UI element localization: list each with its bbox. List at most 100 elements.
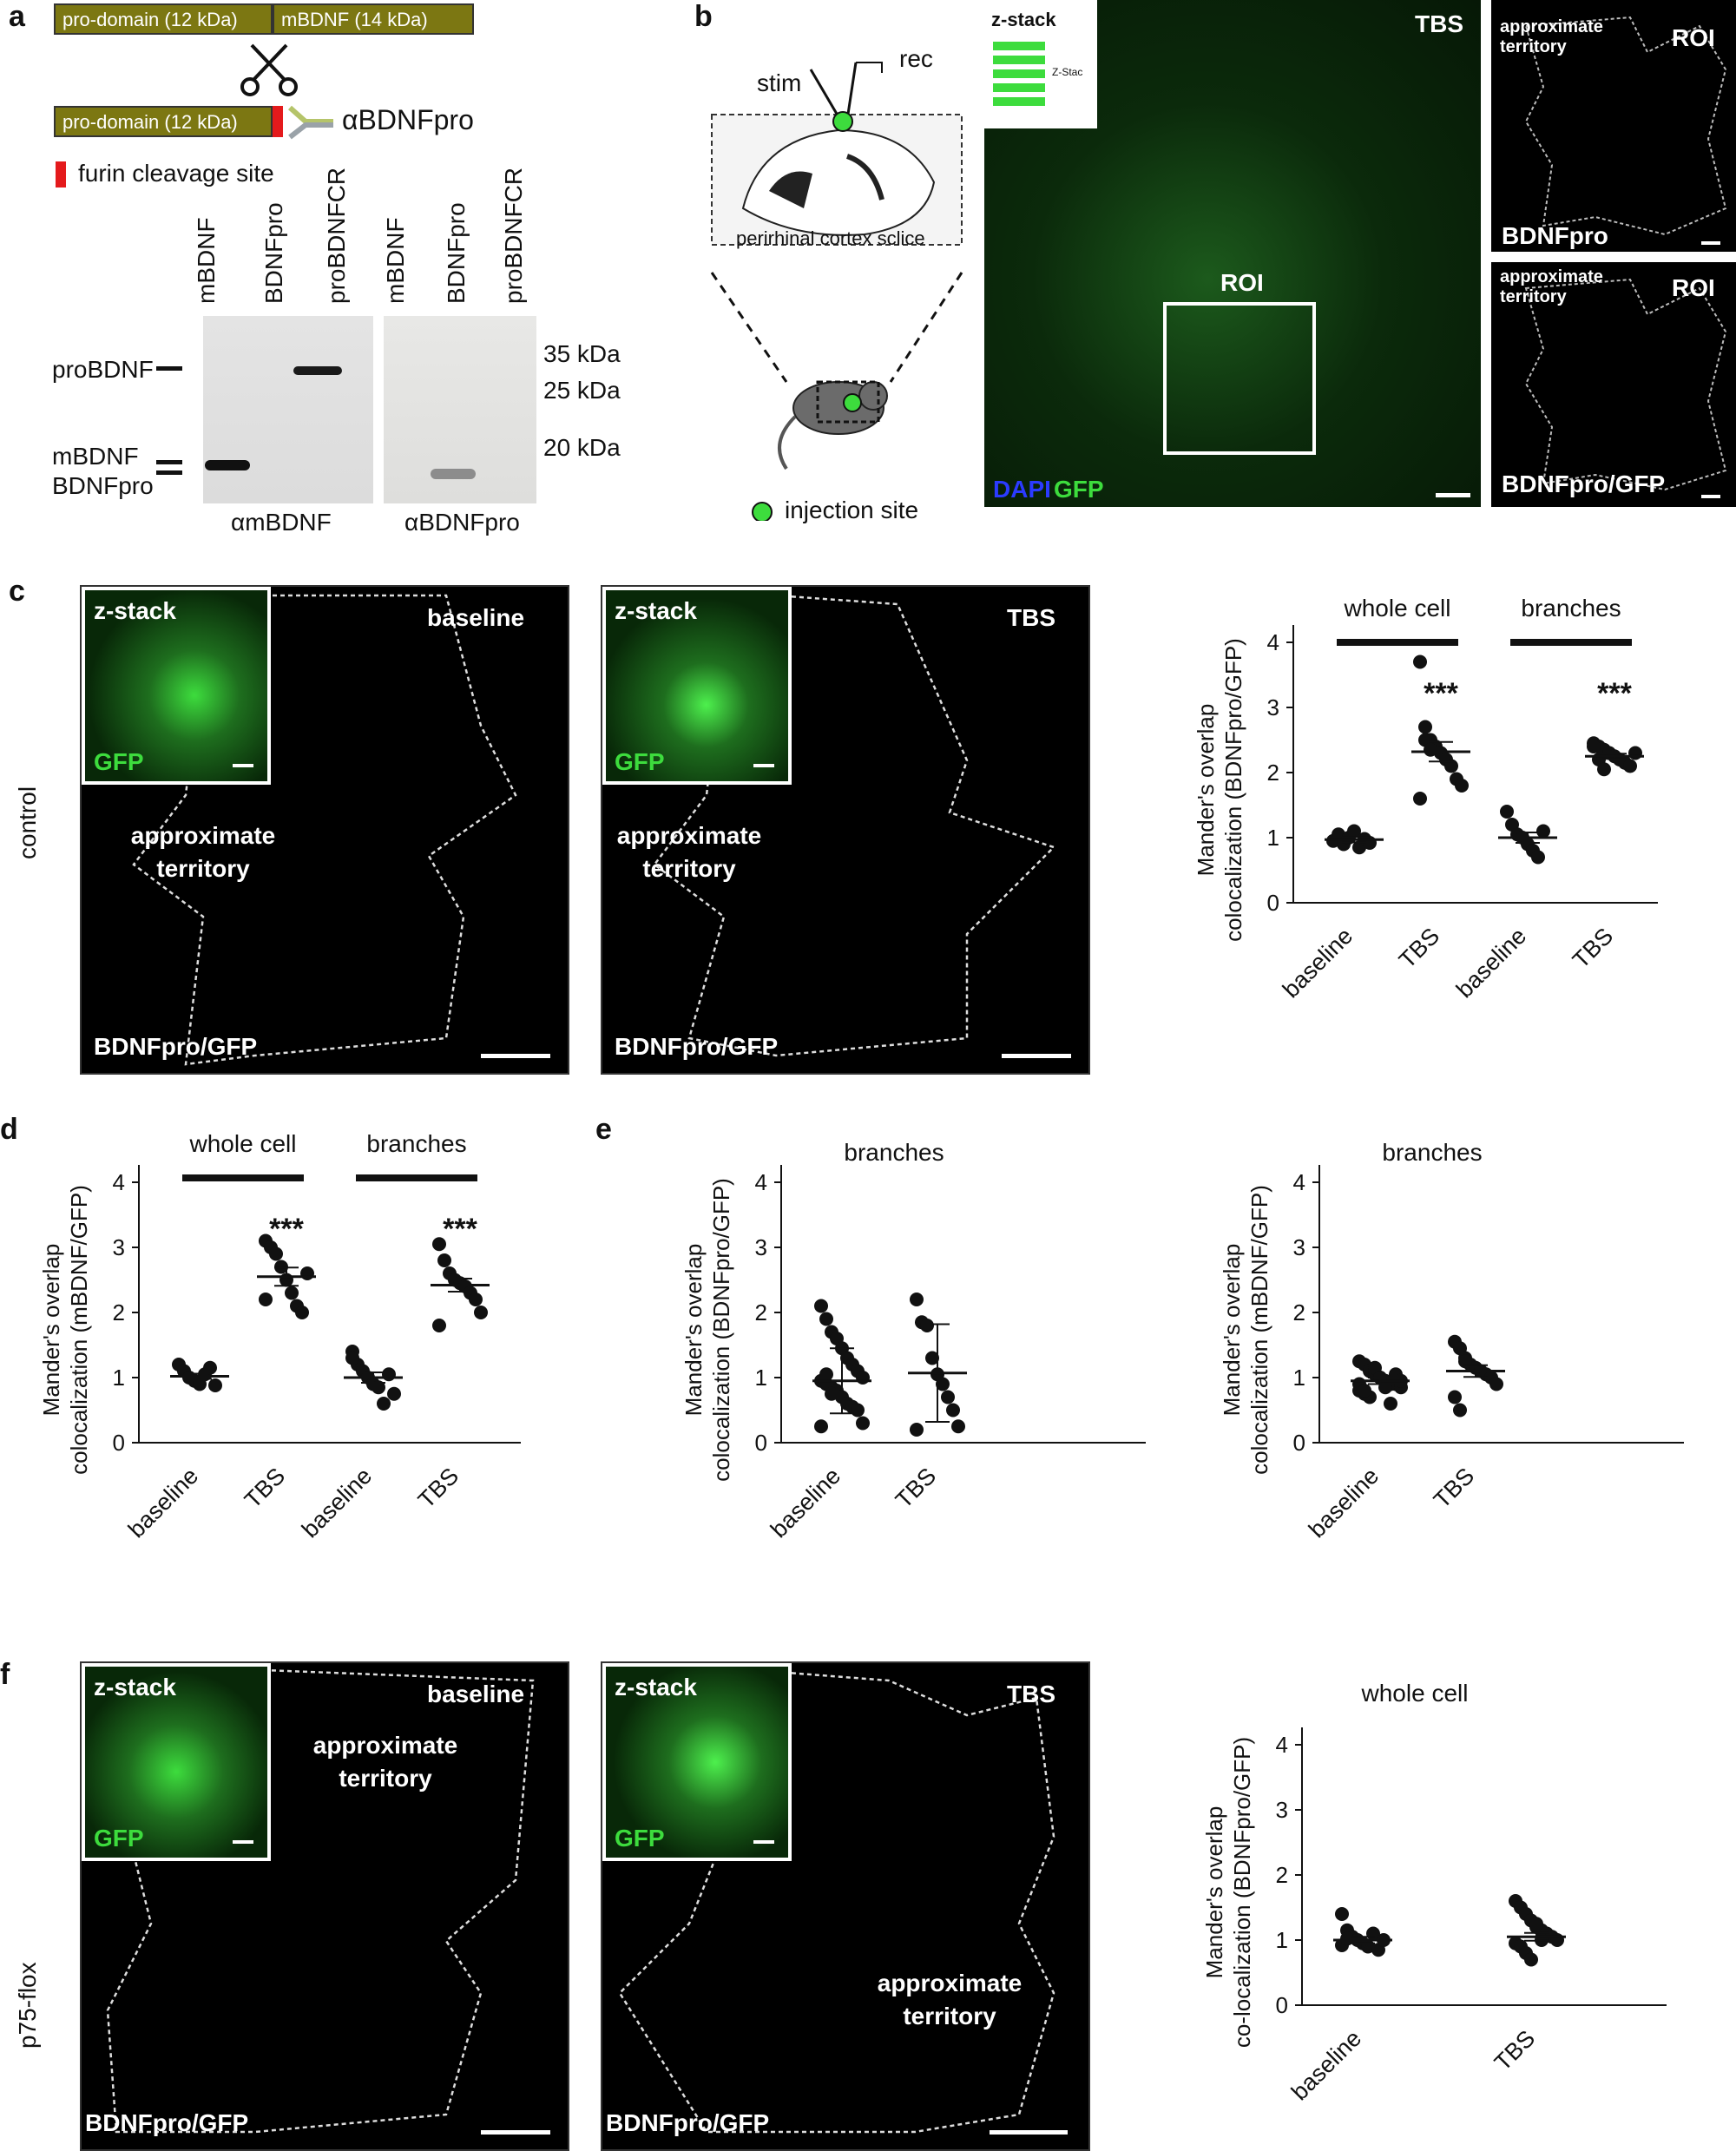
data-point <box>208 1378 222 1392</box>
chart-title: branches <box>1382 1139 1482 1166</box>
panel-label-b: b <box>694 0 713 33</box>
data-point <box>1418 720 1432 734</box>
marker-label: 20 kDa <box>543 434 621 461</box>
data-point <box>1587 740 1601 753</box>
row-label-mbdnf: mBDNF <box>52 443 139 470</box>
mbdnf-domain-box: mBDNF (14 kDa) <box>273 3 474 35</box>
data-point <box>851 1403 865 1418</box>
data-point <box>856 1416 870 1431</box>
y-axis-label-line: colocalization (BDNFpro/GFP) <box>708 1178 734 1482</box>
group-label: branches <box>1521 595 1621 622</box>
data-point <box>1384 1397 1397 1411</box>
y-tick-label: 0 <box>1276 1992 1288 2018</box>
significance-mark: *** <box>443 1213 477 1246</box>
antibody-label: αBDNFpro <box>342 104 474 135</box>
scale-bar <box>1436 493 1470 497</box>
panel-label-c: c <box>9 575 25 608</box>
roi-label: ROI <box>1672 274 1715 301</box>
x-tick-label: TBS <box>1489 2025 1540 2075</box>
western-blot-ambdnf <box>203 316 373 503</box>
data-point <box>1455 779 1469 793</box>
gfp-label: GFP <box>615 748 665 775</box>
row-tick <box>156 366 182 371</box>
data-point <box>925 1351 939 1365</box>
furin-legend-swatch <box>56 161 66 187</box>
approx-label: approximate territory <box>616 822 762 882</box>
condition-label: TBS <box>1007 604 1055 631</box>
y-tick-label: 3 <box>1293 1234 1305 1260</box>
antibody-icon <box>288 105 333 140</box>
dapi-label: DAPI <box>993 476 1051 503</box>
panel-label-d: d <box>0 1113 18 1146</box>
data-point <box>819 1312 833 1326</box>
x-tick-label: baseline <box>297 1463 377 1543</box>
channel-label: BDNFpro/GFP <box>615 1033 779 1060</box>
micrograph-control-tbs: z-stack GFP TBS approximate territory BD… <box>601 585 1090 1075</box>
channel-label: BDNFpro/GFP <box>94 1033 258 1060</box>
data-point <box>814 1299 828 1313</box>
side-label-p75flox: p75-flox <box>14 1962 41 2049</box>
data-point <box>432 1319 446 1332</box>
tbs-label: TBS <box>1415 10 1463 37</box>
y-tick-label: 2 <box>1276 1862 1288 1888</box>
x-tick-label: TBS <box>1568 923 1618 973</box>
data-point <box>1444 759 1458 773</box>
x-tick-label: baseline <box>1451 923 1531 1003</box>
data-point <box>920 1319 934 1332</box>
data-point <box>825 1386 838 1401</box>
data-point <box>819 1367 833 1382</box>
scale-bar <box>233 764 253 767</box>
gfp-label: GFP <box>94 748 144 775</box>
condition-label: TBS <box>1007 1681 1055 1707</box>
scale-bar <box>753 1840 774 1844</box>
data-point <box>1529 1917 1543 1931</box>
condition-label: baseline <box>427 1681 525 1707</box>
lane-label: proBDNFCR <box>323 167 350 304</box>
data-point <box>300 1266 314 1280</box>
group-label: branches <box>366 1130 466 1157</box>
lane-label: BDNFpro <box>443 202 470 304</box>
zstack-label: z-stack <box>94 1674 176 1700</box>
roi-label: ROI <box>1220 269 1264 296</box>
data-point <box>377 1397 391 1411</box>
data-point <box>295 1306 309 1319</box>
data-point <box>1413 792 1427 806</box>
roi-label: ROI <box>1672 24 1715 51</box>
zstack-label: z-stack <box>991 9 1056 30</box>
data-point <box>1597 762 1611 777</box>
data-point <box>1531 850 1545 865</box>
data-point <box>437 1253 451 1267</box>
data-point <box>269 1247 283 1261</box>
significance-mark: *** <box>269 1213 304 1246</box>
approx-label: approximate territory <box>130 822 276 882</box>
y-axis-label-line: Mander's overlap <box>1193 704 1219 877</box>
data-point <box>856 1371 870 1385</box>
y-tick-label: 0 <box>113 1430 125 1456</box>
gfp-zstack-inset: z-stack GFP <box>82 587 271 785</box>
roi-bdnfpro-gfp-image: approximate territory ROI BDNFpro/GFP <box>1491 262 1736 507</box>
condition-label: baseline <box>427 604 525 631</box>
micrograph-control-baseline: z-stack GFP baseline approximate territo… <box>80 585 569 1075</box>
x-tick-label: baseline <box>1278 923 1358 1003</box>
row-label-bdnfpro: BDNFpro <box>52 472 154 499</box>
data-point <box>1623 759 1637 773</box>
approx-label: approximate territory <box>1500 17 1603 56</box>
data-point <box>345 1351 359 1365</box>
approx-label: approximate territory <box>1500 267 1603 306</box>
y-axis-label-line: Mander's overlap <box>38 1244 64 1417</box>
y-tick-label: 3 <box>113 1234 125 1260</box>
x-tick-label: TBS <box>240 1463 290 1513</box>
lane-label: mBDNF <box>193 217 220 304</box>
rec-label: rec <box>899 45 933 72</box>
y-tick-label: 0 <box>1293 1430 1305 1456</box>
gfp-zstack-inset: z-stack GFP <box>602 1663 792 1861</box>
y-axis-label-line: colocalization (mBDNF/GFP) <box>66 1185 92 1475</box>
x-tick-label: TBS <box>1429 1463 1479 1513</box>
y-tick-label: 4 <box>1267 629 1279 655</box>
y-axis-label-line: co-localization (BDNFpro/GFP) <box>1229 1737 1255 2048</box>
gfp-label: GFP <box>1054 476 1104 503</box>
